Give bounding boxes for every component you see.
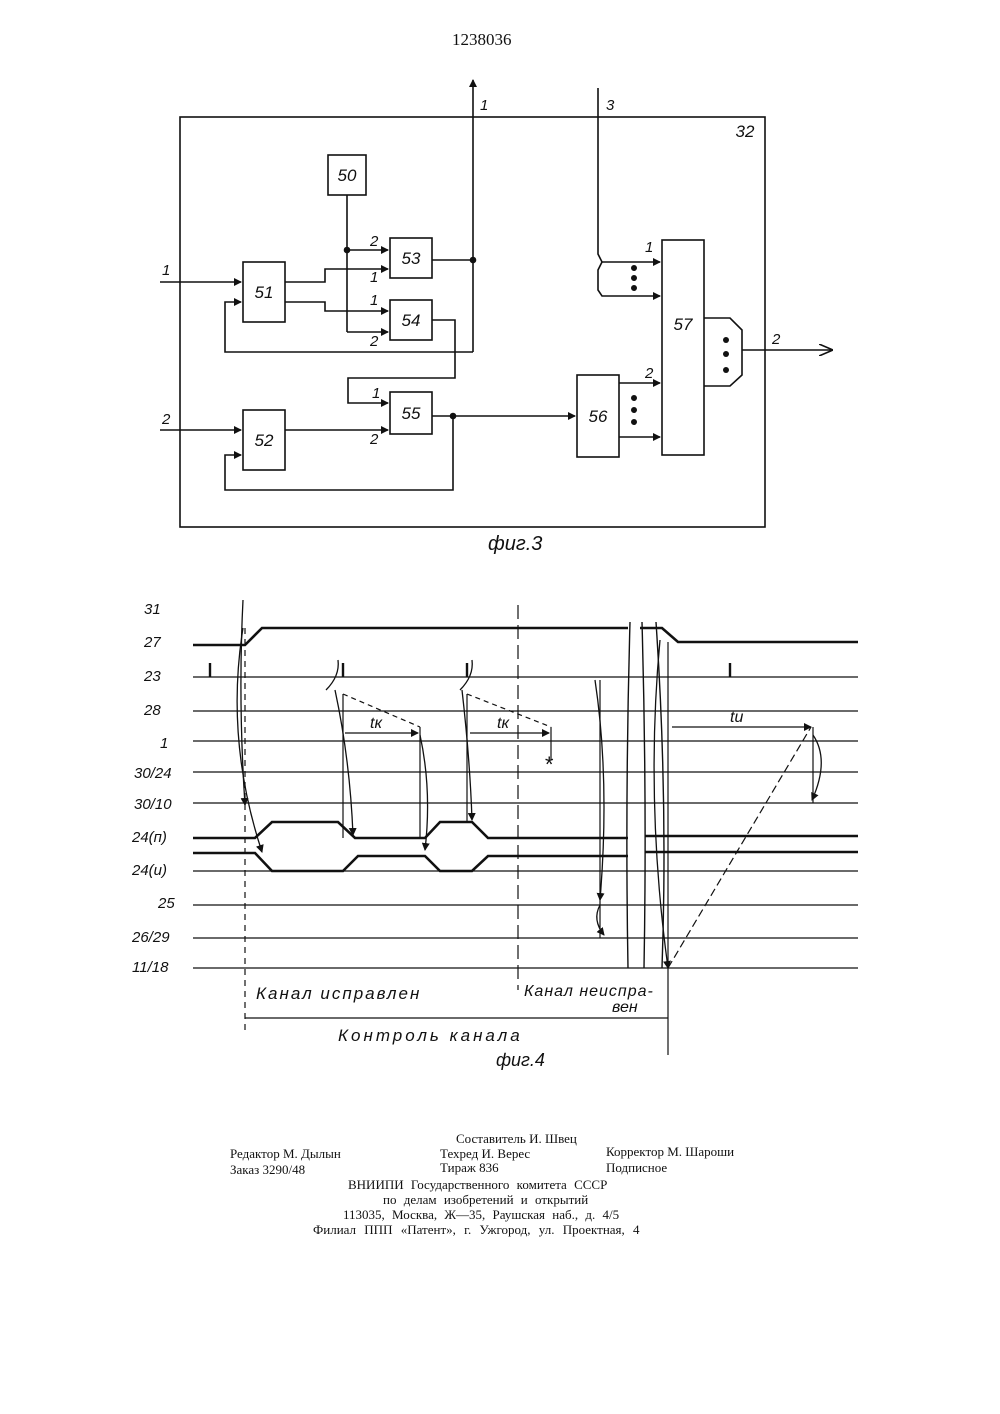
channel-ok-label: Канал исправлен [256,984,421,1003]
tk-label-1: tк [370,715,383,732]
trace-27 [193,628,628,645]
footer-address: 113035, Москва, Ж—35, Раушская наб., д. … [343,1207,619,1223]
frame-32-label: 32 [736,122,755,141]
signal-1: 1 [160,735,168,752]
signal-31: 31 [144,601,161,618]
pin-55-1: 1 [372,385,380,402]
block-54-label: 54 [402,311,421,330]
tk-label-2: tк [497,715,510,732]
trace-24p [193,822,628,838]
block-52-label: 52 [255,431,274,450]
channel-bad-label-2: вен [612,999,638,1016]
footer-branch: Филиал ППП «Патент», г. Ужгород, ул. Про… [313,1222,640,1238]
figure-4-timing-diagram: 31 27 23 28 1 30/24 30/10 24(п) 24(и) 25… [0,580,1000,1100]
tu-label: tи [730,709,743,726]
input-2-label: 2 [161,411,171,428]
block-50-label: 50 [338,166,357,185]
output-2-label: 2 [771,331,781,348]
pin-54-2: 2 [369,333,379,350]
footer-corrector: Корректор М. Шароши [606,1144,734,1160]
pin-55-2: 2 [369,431,379,448]
signal-24p: 24(п) [131,829,167,846]
signal-24u: 24(и) [131,862,167,879]
block-51-label: 51 [255,283,274,302]
pin-54-1: 1 [370,292,378,309]
footer-editor: Редактор М. Дылын [230,1146,341,1162]
footer-subscription: Подписное [606,1160,667,1176]
input-1-label: 1 [162,262,170,279]
figure-3-block-diagram: 50 51 52 53 54 55 56 57 32 1 2 3 1 2 2 1… [0,0,1000,580]
pin-53-2: 2 [369,233,379,250]
channel-bad-label-1: Канал неиспра- [524,983,654,1000]
pin-53-1: 1 [370,269,378,286]
footer-order: Заказ 3290/48 [230,1162,305,1178]
figure-3-caption: фиг.3 [488,533,542,555]
output-1-label: 1 [480,97,488,114]
footer-circulation: Тираж 836 [440,1160,499,1176]
trace-24u [193,853,628,871]
footer-org-2: по делам изобретений и открытий [383,1192,588,1208]
footer-compiler: Составитель И. Швец [456,1131,577,1147]
signal-23: 23 [143,668,161,685]
channel-control-label: Контроль канала [338,1026,523,1045]
input-3-label: 3 [606,97,615,114]
signal-30-10: 30/10 [134,796,172,813]
star-mark: * [544,752,554,777]
signal-28: 28 [143,702,161,719]
signal-27: 27 [143,634,161,651]
signal-26-29: 26/29 [131,929,170,946]
signal-25: 25 [157,895,175,912]
pin-56-2: 2 [644,365,654,382]
pin-57-1: 1 [645,239,653,256]
footer-org-1: ВНИИПИ Государственного комитета СССР [348,1177,607,1193]
signal-11-18: 11/18 [132,959,169,976]
block-57-label: 57 [674,315,693,334]
block-53-label: 53 [402,249,421,268]
block-55-label: 55 [402,404,421,423]
block-57 [662,240,704,455]
signal-30-24: 30/24 [134,765,172,782]
block-56-label: 56 [589,407,608,426]
figure-4-caption: фиг.4 [496,1050,545,1070]
